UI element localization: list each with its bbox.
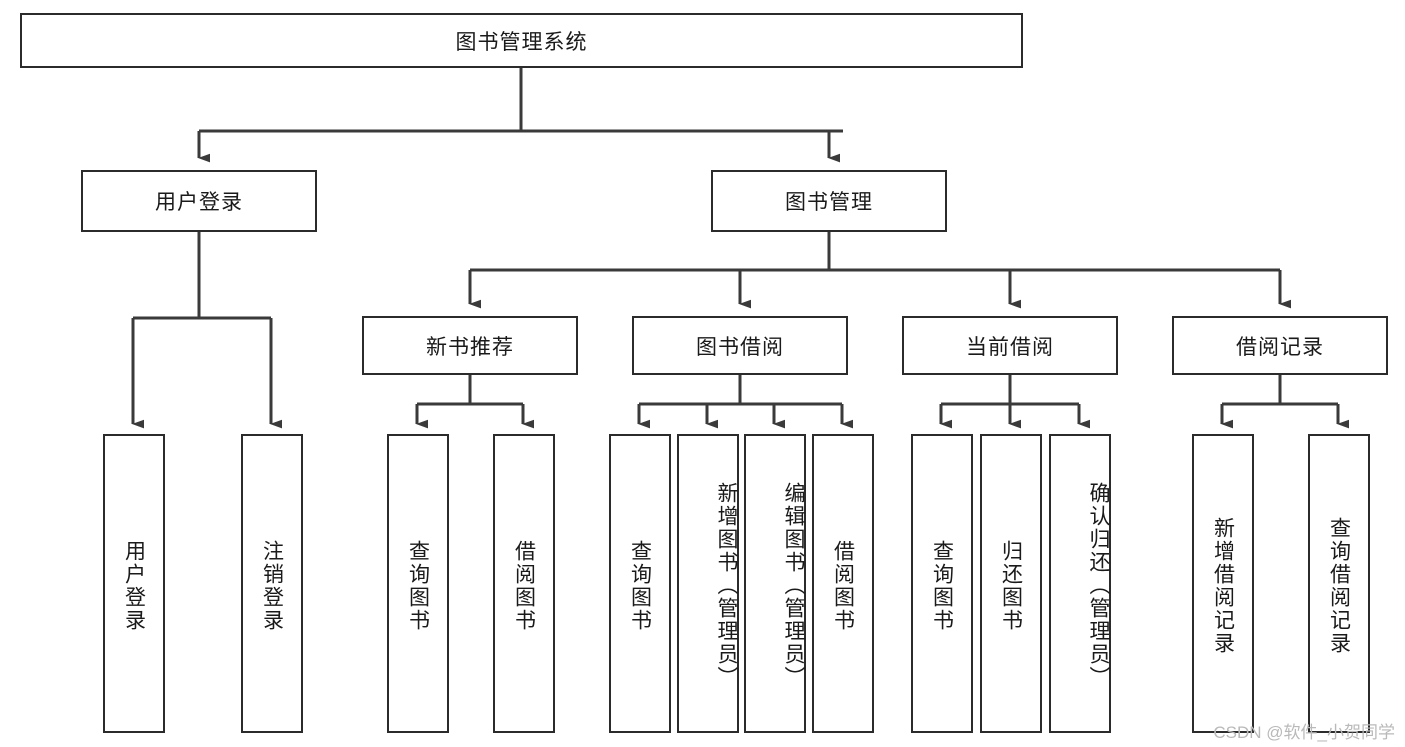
node-root-label: 图书管理系统 xyxy=(455,30,588,54)
leaf-query-borrow-record-label: 查询借阅记录 xyxy=(1327,516,1351,655)
leaf-user-login-label: 用户登录 xyxy=(122,539,146,632)
node-book-management[interactable]: 图书管理 xyxy=(711,170,947,232)
node-new-book-recommend-label: 新书推荐 xyxy=(426,335,514,359)
leaf-borrow-book-label: 借阅图书 xyxy=(831,539,855,632)
leaf-query-book-newbook-label: 查询图书 xyxy=(406,539,430,632)
leaf-query-book-current[interactable]: 查询图书 xyxy=(911,434,973,733)
leaf-user-login[interactable]: 用户登录 xyxy=(103,434,165,733)
leaf-add-borrow-record[interactable]: 新增借阅记录 xyxy=(1192,434,1254,733)
node-user-login-label: 用户登录 xyxy=(155,191,243,214)
node-borrow-records[interactable]: 借阅记录 xyxy=(1172,316,1388,375)
leaf-edit-book-admin[interactable]: 编辑图书（管理员） xyxy=(744,434,806,733)
leaf-return-book-label: 归还图书 xyxy=(999,539,1023,632)
node-book-borrow[interactable]: 图书借阅 xyxy=(632,316,848,375)
leaf-borrow-book-newbook[interactable]: 借阅图书 xyxy=(493,434,555,733)
leaf-query-book-borrow[interactable]: 查询图书 xyxy=(609,434,671,733)
leaf-return-book[interactable]: 归还图书 xyxy=(980,434,1042,733)
leaf-confirm-return-admin-label: 确认归还（管理员） xyxy=(1087,482,1110,689)
node-book-management-label: 图书管理 xyxy=(785,191,873,214)
leaf-confirm-return-admin[interactable]: 确认归还（管理员） xyxy=(1049,434,1111,733)
node-book-borrow-label: 图书借阅 xyxy=(696,335,784,359)
leaf-add-book-admin-label: 新增图书（管理员） xyxy=(715,482,738,689)
leaf-borrow-book[interactable]: 借阅图书 xyxy=(812,434,874,733)
leaf-logout-label: 注销登录 xyxy=(260,539,284,632)
csdn-watermark: CSDN @软件_小贺同学 xyxy=(1213,723,1395,742)
leaf-add-borrow-record-label: 新增借阅记录 xyxy=(1211,516,1235,655)
node-user-login[interactable]: 用户登录 xyxy=(81,170,317,232)
leaf-query-book-current-label: 查询图书 xyxy=(930,539,954,632)
leaf-edit-book-admin-label: 编辑图书（管理员） xyxy=(782,482,805,689)
node-new-book-recommend[interactable]: 新书推荐 xyxy=(362,316,578,375)
leaf-borrow-book-newbook-label: 借阅图书 xyxy=(512,539,536,632)
node-current-borrow-label: 当前借阅 xyxy=(966,335,1054,359)
leaf-logout[interactable]: 注销登录 xyxy=(241,434,303,733)
node-root[interactable]: 图书管理系统 xyxy=(20,13,1023,68)
leaf-add-book-admin[interactable]: 新增图书（管理员） xyxy=(677,434,739,733)
leaf-query-book-borrow-label: 查询图书 xyxy=(628,539,652,632)
leaf-query-borrow-record[interactable]: 查询借阅记录 xyxy=(1308,434,1370,733)
node-current-borrow[interactable]: 当前借阅 xyxy=(902,316,1118,375)
leaf-query-book-newbook[interactable]: 查询图书 xyxy=(387,434,449,733)
node-borrow-records-label: 借阅记录 xyxy=(1236,335,1324,359)
